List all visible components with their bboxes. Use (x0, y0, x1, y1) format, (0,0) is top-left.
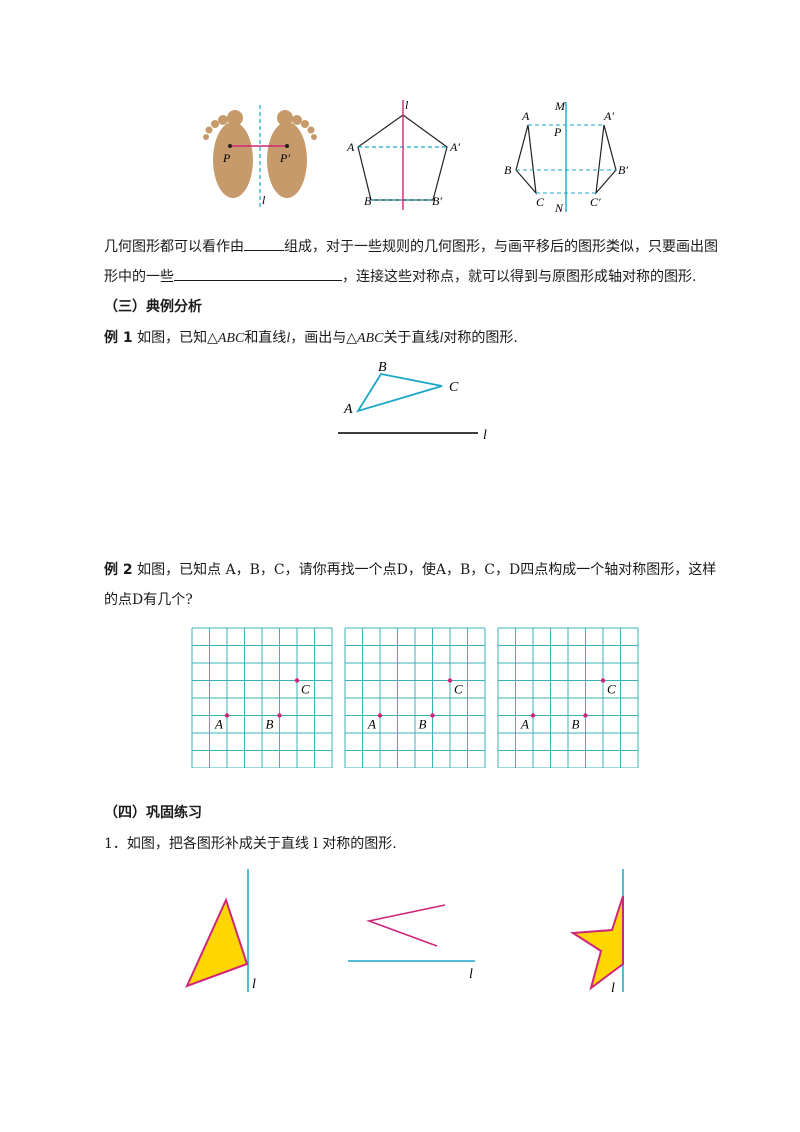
quad-label-n: N (554, 201, 564, 215)
ex1-part-e: 对称的图形. (443, 330, 518, 346)
grid-label-c: C (607, 682, 616, 697)
grid-label-a: A (520, 717, 529, 732)
section3-title: （三）典例分析 (104, 299, 202, 315)
pentagon-label-a2: A′ (449, 140, 460, 154)
ex1-part-d: 关于直线 (383, 330, 440, 346)
quad-label-p: P (553, 125, 562, 139)
right-foot (267, 110, 317, 198)
quad-label-m: M (554, 99, 566, 113)
ex2-grid-1: A B C (191, 627, 333, 768)
quad-figure: M P N A A′ B B′ C C′ (504, 99, 628, 215)
q1-angle-figure: l (348, 904, 475, 982)
pentagon-label-a: A (346, 140, 355, 154)
ex1-abc2: ABC (356, 331, 384, 346)
ex2-text-line1: 如图，已知点 A，B，C，请你再找一个点D，使A，B，C，D四点构成一个轴对称图… (137, 562, 717, 578)
grid-label-a: A (214, 717, 223, 732)
pentagon-label-b2: B′ (432, 194, 442, 208)
ex1-label-l: l (483, 428, 487, 443)
pentagon-label-l: l (405, 98, 409, 112)
ex2-grid-2: A B C (344, 627, 486, 768)
foot-label-l: l (262, 193, 266, 207)
ex1-text: 例 1 如图，已知△ABC和直线l，画出与△ABC关于直线l对称的图形. (104, 328, 518, 349)
para1-text-c: 形中的一些 (104, 269, 174, 285)
ex1-l2: l (439, 331, 444, 346)
grid-point-a (224, 713, 230, 718)
q1-star-figure: l (569, 869, 624, 996)
ex1-part-a: 如图，已知△ (137, 330, 218, 346)
grid-point-b (430, 713, 435, 718)
grid-label-b: B (266, 717, 274, 732)
ex1-label: 例 1 (104, 330, 133, 346)
grid-point-c (600, 678, 606, 683)
grid-label-c: C (454, 682, 463, 697)
pentagon-label-b: B (364, 194, 372, 208)
quad-label-a2: A′ (603, 109, 614, 123)
q1-text: 1．如图，把各图形补成关于直线 l 对称的图形. (104, 836, 397, 852)
grid-point-a (377, 713, 383, 718)
fill-blank-1[interactable] (244, 236, 284, 251)
ex1-label-a: A (343, 402, 353, 417)
section4-title: （四）巩固练习 (104, 805, 202, 821)
para1-text-a: 几何图形都可以看作由 (104, 239, 244, 255)
foot-label-p: P (222, 151, 231, 165)
fill-blank-2[interactable] (174, 266, 342, 281)
q1-label-l-2: l (469, 967, 473, 982)
quad-label-b2: B′ (618, 163, 628, 177)
quad-label-c2: C′ (590, 195, 601, 209)
grid-label-c: C (301, 682, 310, 697)
grid-point-a (530, 713, 536, 718)
q1-triangle-figure: l (185, 869, 256, 992)
para1-text-d: ，连接这些对称点，就可以得到与原图形成轴对称的图形. (342, 269, 697, 285)
q1-label-l-3: l (611, 981, 615, 996)
ex1-l1: l (286, 331, 291, 346)
ex1-label-b: B (378, 360, 387, 375)
quad-label-a: A (521, 109, 530, 123)
ex1-abc1: ABC (217, 331, 245, 346)
pentagon-figure: l A A′ B B′ (346, 98, 460, 210)
para1-text-b: 组成，对于一些规则的几何图形，与画平移后的图形类似，只要画出图 (284, 239, 718, 255)
ex2-line2: 的点D有几个? (104, 592, 193, 608)
ex1-figure: A B C l (338, 360, 487, 443)
quad-label-b: B (504, 163, 512, 177)
ex2-grid-3: A B C (497, 627, 639, 768)
left-foot (203, 110, 253, 198)
grid-label-b: B (572, 717, 580, 732)
grid-label-b: B (419, 717, 427, 732)
ex2-line1: 例 2 如图，已知点 A，B，C，请你再找一个点D，使A，B，C，D四点构成一个… (104, 560, 716, 580)
q1-label-l-1: l (252, 977, 256, 992)
grid-point-c (294, 678, 300, 683)
grid-point-c (447, 678, 453, 683)
grid-point-b (277, 713, 282, 718)
para1-line2: 形中的一些 ，连接这些对称点，就可以得到与原图形成轴对称的图形. (104, 266, 696, 287)
foot-figure: P P′ l (203, 105, 317, 208)
para1-line1: 几何图形都可以看作由 组成，对于一些规则的几何图形，与画平移后的图形类似，只要画出… (104, 236, 718, 257)
grid-label-a: A (367, 717, 376, 732)
quad-label-c: C (536, 195, 545, 209)
grid-point-b (583, 713, 588, 718)
ex2-label: 例 2 (104, 562, 133, 578)
ex1-part-c: ，画出与△ (290, 330, 357, 346)
ex1-part-b: 和直线 (244, 330, 287, 346)
ex1-label-c: C (449, 380, 459, 395)
foot-label-p2: P′ (279, 151, 290, 165)
